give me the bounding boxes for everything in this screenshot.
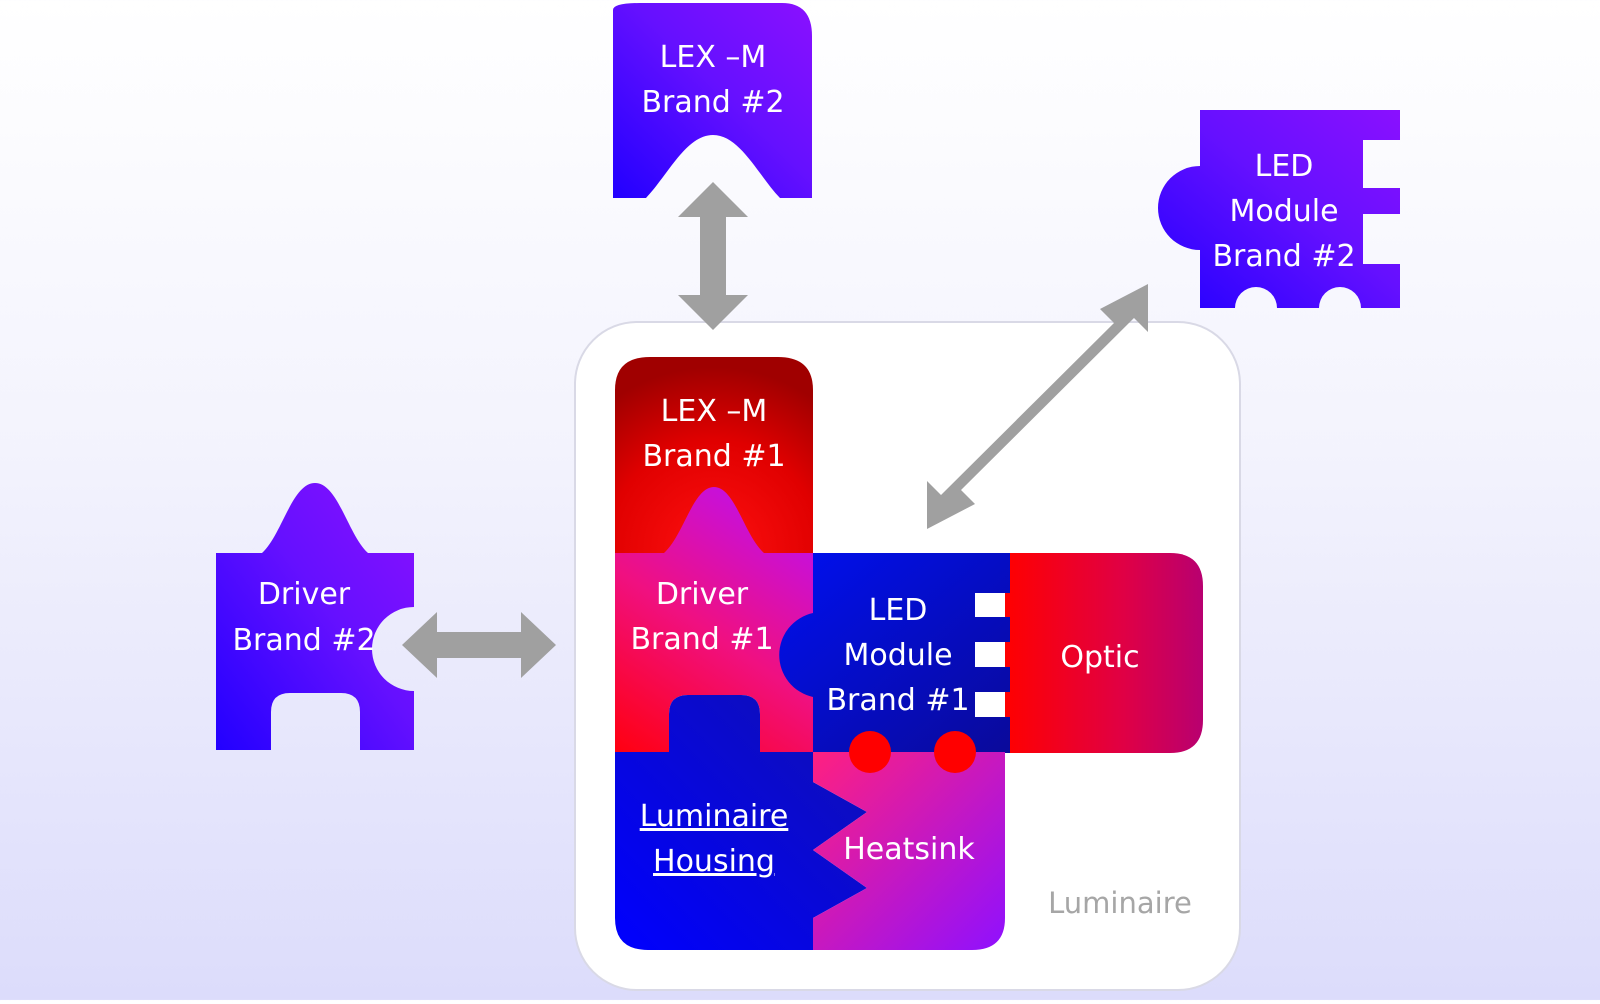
arrow-driver-swap xyxy=(402,612,556,678)
lexm-brand2-text: LEX –M Brand #2 xyxy=(641,40,784,120)
driver-brand1-line2: Brand #1 xyxy=(630,622,773,657)
lexm-brand2-line2: Brand #2 xyxy=(641,85,784,120)
led-module-brand1-peg-right xyxy=(934,731,976,773)
led-module-brand1-line3: Brand #1 xyxy=(826,683,969,718)
luminaire-housing-line2: Housing xyxy=(653,844,775,879)
luminaire-housing-piece xyxy=(615,695,867,950)
lexm-brand1-line2: Brand #1 xyxy=(642,439,785,474)
lexm-brand1-piece xyxy=(615,357,813,560)
lexm-brand1-text: LEX –M Brand #1 xyxy=(642,394,785,474)
driver-brand1-text: Driver Brand #1 xyxy=(630,577,773,657)
optic-piece xyxy=(1005,553,1203,753)
driver-brand1-piece xyxy=(615,487,813,752)
led-module-brand2-piece xyxy=(1158,110,1400,308)
heatsink-label: Heatsink xyxy=(843,832,975,867)
driver-brand1-line1: Driver xyxy=(656,577,749,612)
optic-label: Optic xyxy=(1060,640,1139,675)
led-module-brand1-line1: LED xyxy=(869,593,928,628)
led-module-brand1-line2: Module xyxy=(843,638,952,673)
led-module-brand1-piece xyxy=(779,553,1010,753)
driver-brand2-text: Driver Brand #2 xyxy=(232,577,375,658)
driver-brand2-piece xyxy=(216,483,414,750)
led-module-brand2-line1: LED xyxy=(1255,149,1314,184)
luminaire-housing-text: Luminaire Housing xyxy=(640,799,789,879)
arrow-led-module-swap xyxy=(927,284,1148,529)
led-module-brand2-line2: Module xyxy=(1229,194,1338,229)
heatsink-piece xyxy=(813,752,1005,950)
luminaire-housing-line1: Luminaire xyxy=(640,799,789,834)
led-module-brand2-line3: Brand #2 xyxy=(1212,239,1355,274)
lexm-brand1-line1: LEX –M xyxy=(661,394,768,429)
led-module-brand2-text: LED Module Brand #2 xyxy=(1212,149,1355,274)
luminaire-label: Luminaire xyxy=(1048,886,1192,920)
led-module-brand1-peg-left xyxy=(849,731,891,773)
driver-brand2-line2: Brand #2 xyxy=(232,623,375,658)
lexm-brand2-piece xyxy=(613,3,812,198)
lexm-brand2-line1: LEX –M xyxy=(660,40,767,75)
led-module-brand1-text: LED Module Brand #1 xyxy=(826,593,969,718)
arrow-lexm-swap xyxy=(678,182,748,330)
driver-brand2-line1: Driver xyxy=(258,577,351,612)
